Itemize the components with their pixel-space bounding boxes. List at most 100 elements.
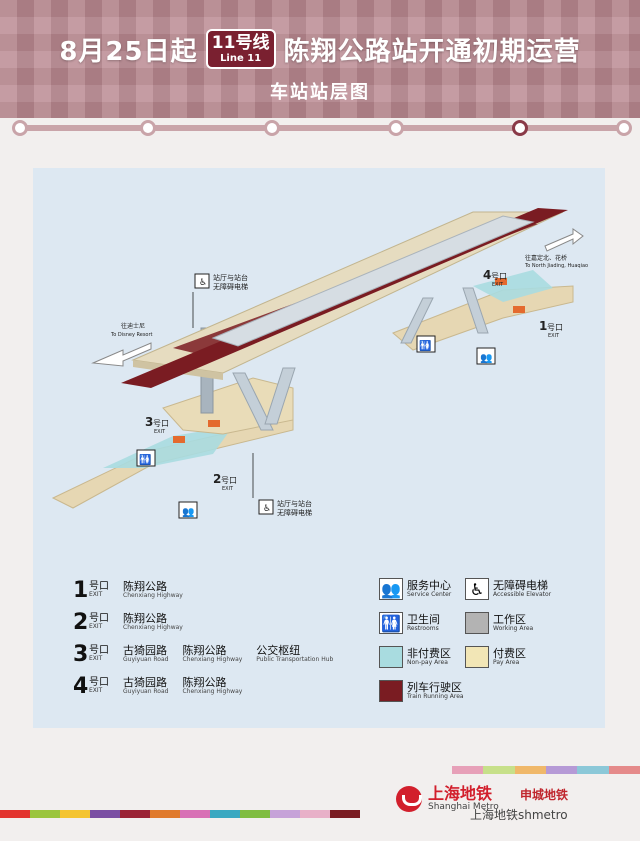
exit-tag-zh: 号口	[89, 613, 109, 624]
road-en: Chenxiang Highway	[182, 687, 243, 695]
wechat-watermark: 上海地铁shmetro	[470, 808, 568, 822]
legend-en: Non-pay Area	[407, 658, 448, 666]
pillar	[264, 367, 296, 425]
exit-1-label: 号口	[547, 323, 563, 332]
road-en: Chenxiang Highway	[182, 655, 243, 663]
elevator-bot-label-1: 站厅与站台	[277, 499, 312, 508]
road-en: Guyiyuan Road	[123, 655, 169, 663]
exit-tag-en: EXIT	[89, 655, 103, 662]
header-banner: 8月25日起 11号线 Line 11 陈翔公路站开通初期运营 车站站层图	[0, 0, 640, 118]
title-row: 8月25日起 11号线 Line 11 陈翔公路站开通初期运营	[0, 26, 640, 72]
road-zh: 陈翔公路	[123, 612, 167, 626]
legend-en: Restrooms	[407, 624, 439, 632]
exit-3-en: EXIT	[154, 429, 166, 435]
exit-legend-number: 3	[73, 641, 89, 667]
restroom-glyph: 🚻	[139, 453, 151, 466]
working-area-swatch	[465, 612, 489, 634]
road-zh: 陈翔公路	[123, 580, 167, 594]
service-glyph: 👥	[182, 507, 194, 518]
exit-legend-number: 1	[73, 577, 89, 603]
exit-legend-number: 2	[73, 609, 89, 635]
legend-zh: 无障碍电梯	[493, 579, 548, 593]
elevator-icon	[194, 273, 210, 289]
exit-2-label: 号口	[221, 476, 237, 485]
elevator-top-label-2: 无障碍电梯	[213, 282, 248, 291]
pillar	[462, 287, 489, 334]
service-center-icon: 👥	[379, 578, 403, 600]
gate-block	[173, 436, 185, 443]
pillar	[232, 372, 274, 431]
legend-zh: 工作区	[493, 613, 526, 627]
direction-arrow-right	[544, 228, 584, 252]
nonpay-area-left	[103, 426, 233, 468]
shanghai-metro-logo: 上海地铁 Shanghai Metro	[396, 786, 499, 812]
exit-4-label: 号口	[491, 272, 507, 281]
elevator-glyph: ♿	[199, 278, 207, 288]
footer-color-stripes	[0, 810, 360, 818]
legend-en: Train Running Area	[407, 692, 464, 700]
legend-zh: 服务中心	[407, 579, 451, 593]
exit-2-en: EXIT	[222, 486, 234, 492]
exit-tag-zh: 号口	[89, 677, 109, 688]
restroom-icon: 🚻	[379, 612, 403, 634]
restroom-glyph: 🚻	[419, 339, 431, 352]
legend-zh: 列车行驶区	[407, 681, 462, 695]
exit-tag-zh: 号口	[89, 581, 109, 592]
track-station-dot	[12, 120, 28, 136]
road-zh: 古猗园路	[123, 676, 167, 690]
track-station-dot	[140, 120, 156, 136]
dir-left-en: To Disney Resort	[110, 332, 153, 338]
elevator-bot-label-2: 无障碍电梯	[277, 508, 312, 517]
exit-legend-number: 4	[73, 673, 89, 699]
exit-1-number: 1	[539, 319, 547, 333]
exit-tag-en: EXIT	[89, 687, 103, 694]
line-track-decoration	[0, 118, 640, 138]
line-11-badge: 11号线 Line 11	[205, 29, 276, 69]
restroom-icon	[136, 449, 156, 467]
line-badge-cn: 11号线	[211, 32, 270, 53]
track-station-dot	[388, 120, 404, 136]
nonpay-area-right	[473, 270, 553, 302]
dir-left-zh: 往迪士尼	[121, 322, 145, 330]
elevator-icon	[258, 499, 274, 515]
track-station-dot-current	[512, 120, 528, 136]
legend-en: Pay Area	[493, 658, 520, 666]
road-en: Guyiyuan Road	[123, 687, 169, 695]
pillar	[400, 297, 434, 344]
track-station-dot	[264, 120, 280, 136]
metro-logo-icon	[396, 786, 422, 812]
dir-right-zh: 往嘉定北、花桥	[525, 254, 567, 262]
station-map-panel: 往迪士尼 To Disney Resort 往嘉定北、花桥 To North J…	[33, 168, 605, 728]
nonpay-area-swatch	[379, 646, 403, 668]
title-date: 8月25日起	[59, 36, 198, 67]
exit-2-number: 2	[213, 472, 221, 486]
road-zh: 公交枢纽	[256, 644, 301, 658]
legend-en: Service Center	[407, 590, 452, 598]
exit-tag-en: EXIT	[89, 591, 103, 598]
exit-3-number: 3	[145, 415, 153, 429]
elevator-top-label-1: 站厅与站台	[213, 273, 248, 282]
legend-zh: 非付费区	[407, 647, 451, 661]
exit-tag-zh: 号口	[89, 645, 109, 656]
road-zh: 陈翔公路	[182, 644, 227, 658]
legend-en: Working Area	[493, 624, 534, 632]
legend-en: Accessible Elevator	[493, 590, 552, 598]
gate-block	[208, 420, 220, 427]
